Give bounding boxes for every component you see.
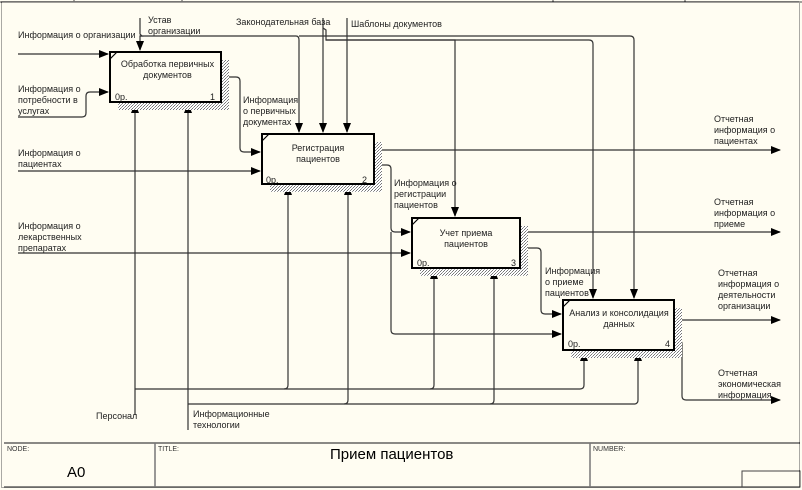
activity-number: 1	[210, 92, 216, 102]
output-label: Отчетная информация о деятельности орган…	[718, 268, 780, 311]
mechanism-arrow	[344, 269, 498, 405]
control-arrow	[136, 18, 144, 51]
input-label: Информация о лекарственных препаратах	[18, 221, 82, 253]
control-label: Устав организации	[148, 15, 201, 36]
title-caption: TITLE:	[158, 446, 180, 453]
internal-arrow	[520, 247, 562, 318]
mechanism-arrow	[135, 185, 292, 390]
output-label: Отчетная информация о пациентах	[714, 114, 776, 146]
mechanism-arrow	[430, 351, 588, 390]
input-label: Информация о пациентах	[18, 148, 81, 169]
activity-box-4[interactable]	[562, 299, 675, 351]
box-corner-mark	[261, 133, 270, 142]
output-label: Отчетная экономическая информация	[718, 368, 782, 400]
input-label: Информация о организации	[18, 30, 136, 40]
activity-cost: 0р.	[266, 175, 279, 185]
activity-title: Учет приема пациентов	[439, 228, 493, 249]
node-caption: NODE:	[7, 446, 30, 453]
box-corner-mark	[562, 299, 571, 308]
activity-number: 3	[511, 258, 517, 268]
activity-box-1[interactable]	[109, 51, 222, 103]
control-arrow	[299, 35, 638, 299]
control-arrow	[326, 39, 597, 299]
mechanism-arrow	[284, 269, 438, 390]
diagram-title: Прием пациентов	[330, 446, 454, 463]
activity-title: Регистрация пациентов	[291, 143, 345, 164]
title-block	[4, 442, 801, 488]
mechanism-label: Информационные технологии	[193, 409, 270, 430]
input-arrow	[18, 88, 109, 118]
input-label: Информация о потребности в услугах	[18, 84, 81, 116]
control-arrow	[140, 35, 303, 133]
internal-flow-label: Информация о первичных документах	[243, 95, 299, 127]
activity-cost: 0р.	[115, 92, 128, 102]
box-corner-mark	[411, 217, 420, 226]
activity-box-3[interactable]	[411, 217, 521, 269]
activity-number: 4	[665, 339, 671, 349]
internal-arrow	[221, 76, 261, 156]
internal-flow-label: Информация о приеме пациентов	[545, 266, 601, 298]
box-corner-mark	[109, 51, 118, 60]
activity-number: 2	[362, 175, 368, 185]
mechanism-label: Персонал	[96, 411, 138, 421]
control-label: Законодательная база	[236, 17, 331, 27]
internal-flow-label: Информация о регистрации пациентов	[394, 178, 457, 210]
output-label: Отчетная информация о приеме	[714, 197, 776, 229]
number-caption: NUMBER:	[593, 446, 626, 453]
activity-title: Обработка первичных документов	[120, 59, 215, 80]
internal-arrow	[390, 232, 562, 338]
internal-arrow	[374, 164, 411, 236]
activity-cost: 0р.	[568, 339, 581, 349]
activity-cost: 0р.	[417, 258, 430, 268]
node-value: A0	[67, 464, 86, 481]
activity-box-2[interactable]	[261, 133, 375, 185]
mechanism-arrow	[490, 351, 642, 405]
control-label: Шаблоны документов	[351, 19, 442, 29]
activity-title: Анализ и консолидация данных	[569, 308, 669, 329]
mechanism-arrow	[188, 185, 352, 405]
